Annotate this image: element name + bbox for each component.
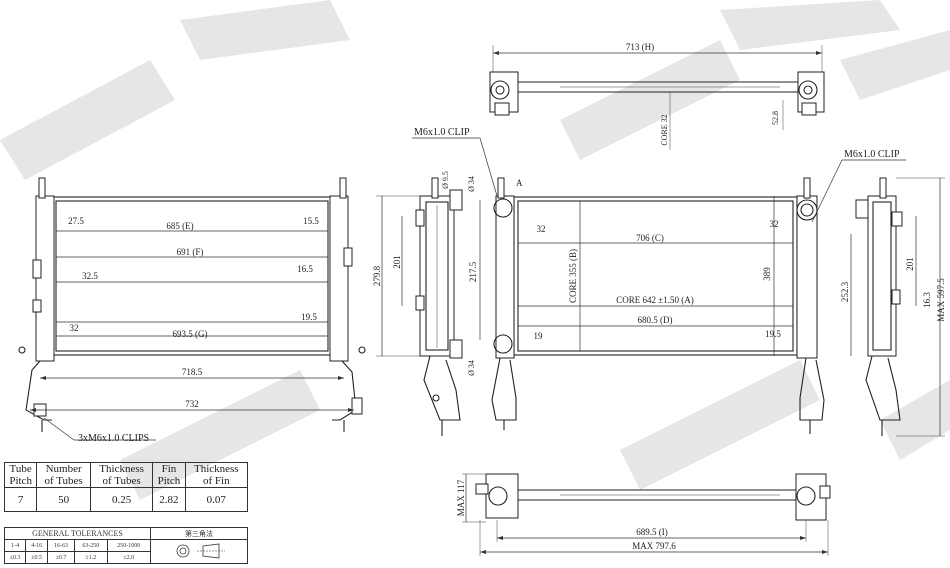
rear-view: 706 (C) 32 32 CORE 355 (B) 389 CORE 642 … [491,149,906,434]
dim-front-718-5: 718.5 [182,367,203,377]
dim-front-g: 693.5 (G) [173,329,208,339]
tolerance-value: ±0.5 [25,551,48,564]
dim-rside-201: 201 [905,257,915,271]
dim-bottom-max797: MAX 797.6 [632,541,676,551]
tolerance-value: ±0.3 [3,551,27,564]
spec-value: 0.07 [184,487,249,512]
dim-top-52-8: 52.8 [771,111,780,125]
tolerance-range: 16-63 [46,539,76,552]
projection-label: 第三角法 [149,527,249,540]
tolerance-range: 1-4 [3,539,27,552]
tolerance-value: ±1.2 [74,551,108,564]
dim-front-15-5: 15.5 [303,216,319,226]
dim-rear-19-5: 19.5 [765,329,781,339]
dim-rear-c: 706 (C) [636,233,664,243]
tolerance-value: ±0.7 [46,551,76,564]
callout-clip-right: M6x1.0 CLIP [844,149,900,160]
dim-top-core: CORE 32 [660,114,669,145]
tolerance-range: 250-1000 [106,539,151,552]
dim-side-d95: Ø 9.5 [441,171,450,189]
projection-symbol-icon [149,539,249,564]
dim-front-27-5: 27.5 [68,216,84,226]
dim-front-16-5: 16.5 [297,264,313,274]
dim-rear-389: 389 [762,267,772,281]
dim-front-f: 691 (F) [177,247,204,257]
spec-value: 0.25 [89,487,154,512]
dim-side-201: 201 [392,255,402,269]
dim-side-279-8: 279.8 [372,265,382,286]
tolerance-title: GENERAL TOLERANCES [4,527,151,540]
top-view: 713 (H) CORE 32 52.8 [489,42,825,150]
dim-front-19-5: 19.5 [301,312,317,322]
tolerance-range: 63-250 [74,539,108,552]
spec-value: 7 [3,487,38,512]
dim-front-e: 685 (E) [166,221,193,231]
dim-bottom-max117: MAX 117 [456,479,466,516]
dim-rear-core-b: CORE 355 (B) [568,249,578,303]
side-view-left: 279.8 201 217.5 Ø 9.5 Ø 34 Ø 34 M6x1.0 C… [372,127,523,436]
dim-side-d34-top: Ø 34 [467,176,476,192]
callout-point-a: A [516,178,523,188]
front-view: 685 (E) 27.5 15.5 691 (F) 32.5 16.5 19.5… [18,177,366,444]
dim-rside-252-3: 252.3 [840,281,850,302]
dim-front-32: 32 [70,323,79,333]
callout-clips-bottom: 3xM6x1.0 CLIPS [78,433,149,444]
dim-rside-max: MAX 597.5 [936,278,946,322]
dim-rside-16-3: 16.3 [922,292,932,308]
watermark [0,0,950,500]
spec-value: 50 [36,487,91,512]
spec-value-row: 7 50 0.25 2.82 0.07 [3,487,249,512]
tolerance-table: GENERAL TOLERANCES 第三角法 1-4 4-16 16-63 6… [3,527,249,564]
dim-bottom-i: 689.5 (I) [636,527,668,537]
side-view-right: 252.3 201 16.3 MAX 597.5 [840,177,946,437]
dim-front-732: 732 [185,399,199,409]
bottom-view: MAX 117 689.5 (I) MAX 797.6 [456,473,831,556]
dim-side-d34-bottom: Ø 34 [467,360,476,376]
tolerance-range: 4-16 [25,539,48,552]
dim-rear-core-a: CORE 642 ±1.50 (A) [616,295,693,305]
dim-side-217-5: 217.5 [468,261,478,282]
dim-front-32-5: 32.5 [82,271,98,281]
dim-top-h: 713 (H) [626,42,654,52]
dim-rear-d: 680.5 (D) [638,315,673,325]
spec-value: 2.82 [152,487,186,512]
callout-clip-left: M6x1.0 CLIP [414,127,470,138]
tolerance-value: ±2.0 [106,551,151,564]
dim-rear-32-left: 32 [537,224,546,234]
dim-rear-19: 19 [534,331,544,341]
